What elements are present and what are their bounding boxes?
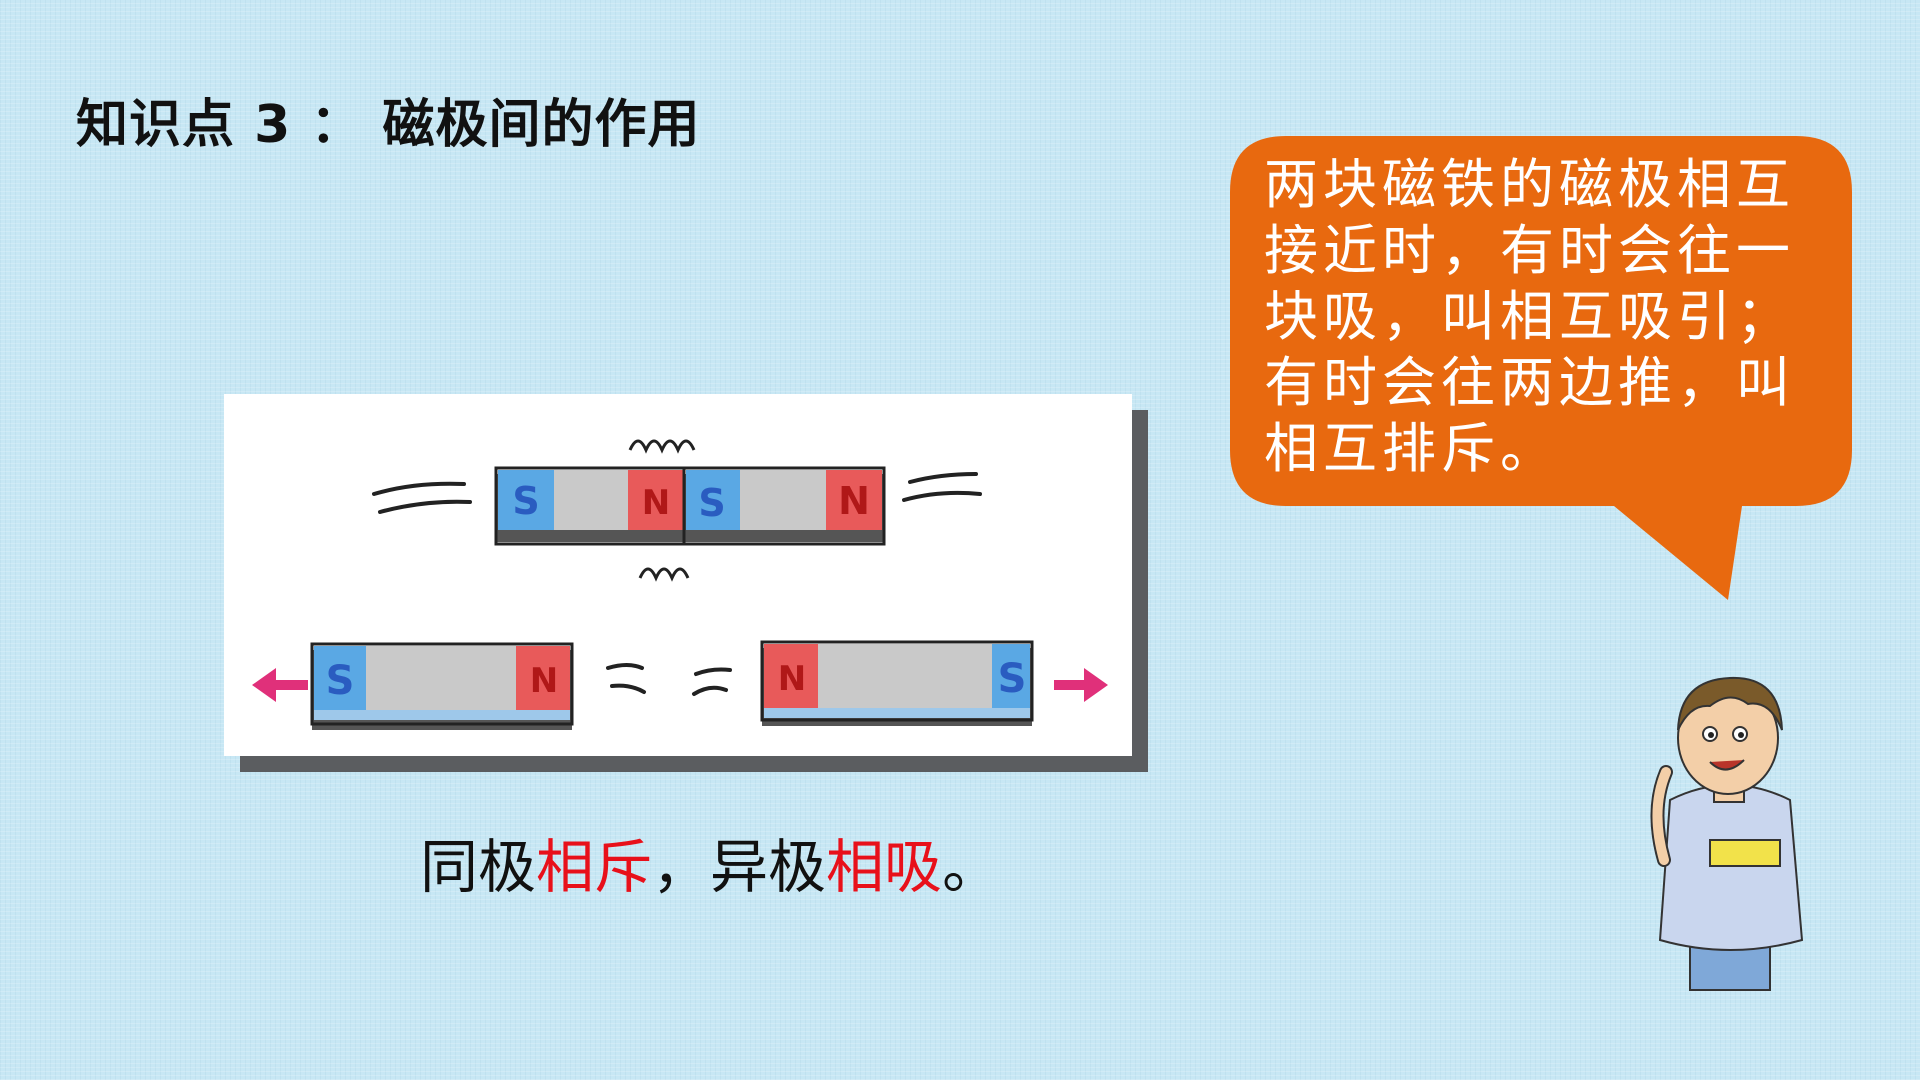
caption-part: 。: [942, 833, 1001, 901]
repel-line: [692, 685, 728, 696]
squiggle-bottom: [638, 567, 690, 582]
caption: 同极相斥，异极相吸。: [420, 820, 1000, 904]
boy-pupil: [1708, 732, 1714, 738]
bottom-left-s-label: S: [326, 658, 355, 704]
repelling-magnets: S N N S: [252, 640, 1108, 730]
caption-highlight: 相斥: [536, 833, 653, 901]
magnet-figure: S N S N S: [224, 394, 1148, 772]
bottom-left-edge: [314, 710, 570, 720]
top-right-s-label: S: [698, 481, 725, 525]
motion-line: [908, 472, 978, 484]
bottom-right-outline: [760, 640, 1034, 722]
figure-panel: S N S N S: [224, 394, 1132, 756]
boy-mouth: [1709, 759, 1745, 771]
bottom-right-s-pole: [992, 644, 1030, 708]
caption-part: 同极: [420, 833, 537, 901]
top-left-n-pole: [628, 470, 684, 530]
top-right-n-label: N: [838, 479, 870, 523]
boy-hair: [1677, 676, 1783, 731]
top-left-s-pole: [498, 470, 554, 530]
motion-line: [902, 490, 982, 502]
boy-shirt: [1709, 839, 1781, 867]
bottom-right-n-pole: [764, 644, 818, 708]
repel-line: [694, 667, 732, 676]
bottom-right-s-label: S: [998, 656, 1027, 702]
bubble-text: 两块磁铁的磁极相互接近时，有时会往一块吸，叫相互吸引；有时会往两边推，叫相互排斥…: [1264, 153, 1795, 480]
bottom-right-edge: [764, 708, 1030, 718]
bottom-right-n-label: N: [778, 659, 806, 699]
top-magnets-outline: [494, 466, 886, 546]
speech-bubble: 两块磁铁的磁极相互接近时，有时会往一块吸，叫相互吸引；有时会往两边推，叫相互排斥…: [1230, 136, 1852, 606]
bottom-left-n-label: N: [530, 661, 558, 701]
right-arrow-icon: [1054, 668, 1108, 702]
top-left-s-label: S: [512, 479, 539, 523]
attracting-magnets: S N S N: [372, 439, 982, 582]
boy-arm-skin: [1652, 767, 1671, 865]
top-left-n-label: N: [642, 483, 670, 523]
slide-title: 知识点 3 ： 磁极间的作用: [76, 95, 701, 155]
caption-highlight: 相吸: [826, 833, 943, 901]
caption-part: ，异极: [652, 833, 827, 901]
top-right-s-pole: [686, 470, 740, 530]
top-right-n-pole: [826, 470, 882, 530]
motion-line: [378, 499, 472, 514]
boy-hoodie: [1658, 784, 1804, 951]
repel-line: [610, 683, 646, 694]
motion-line: [372, 481, 466, 496]
bottom-left-s-pole: [314, 646, 366, 710]
squiggle-top: [628, 439, 696, 454]
bottom-left-outline: [310, 642, 574, 726]
boy-pupil: [1738, 732, 1744, 738]
magnets-illustration: S N S N S: [252, 439, 1108, 730]
boy-illustration: [1650, 676, 1804, 991]
left-arrow-icon: [252, 668, 308, 702]
speech-bubble-shape: [1230, 136, 1852, 600]
bottom-left-n-pole: [516, 646, 570, 710]
repel-line: [606, 663, 644, 670]
